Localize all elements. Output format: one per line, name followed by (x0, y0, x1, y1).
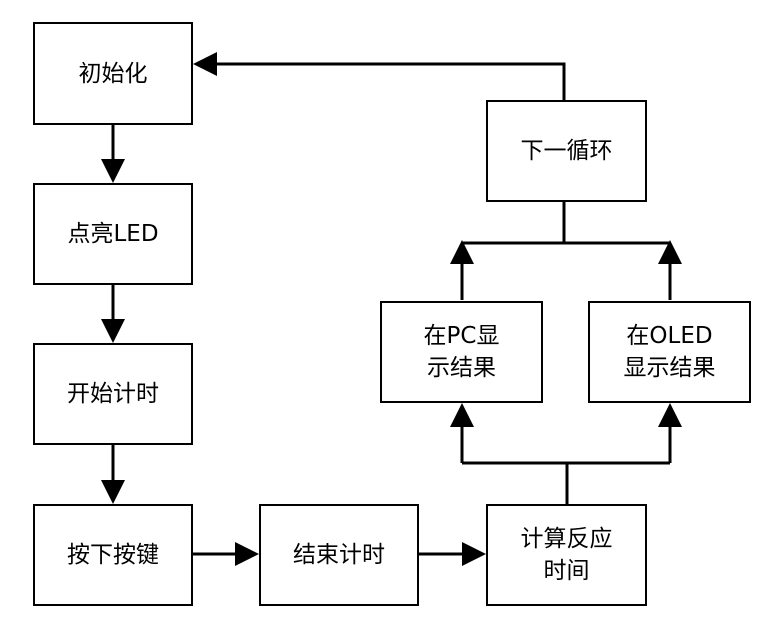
node-show-oled: 在OLED 显示结果 (588, 301, 751, 403)
node-init: 初始化 (33, 22, 193, 125)
node-init-label: 初始化 (78, 60, 148, 87)
node-show-oled-line-2: 显示结果 (623, 355, 716, 381)
edge-next-loop-to-init (193, 52, 566, 100)
node-calc-reaction-line-2: 时间 (543, 558, 590, 584)
node-led-on: 点亮LED (33, 183, 193, 285)
node-press-key-label: 按下按键 (67, 542, 159, 568)
node-show-pc: 在PC显 示结果 (380, 301, 543, 403)
node-next-loop: 下一循环 (486, 100, 647, 202)
node-led-on-label: 点亮LED (67, 221, 159, 247)
node-start-timer-label: 开始计时 (67, 381, 159, 407)
node-show-oled-line-1: 在OLED (626, 323, 713, 349)
node-start-timer: 开始计时 (33, 343, 193, 445)
node-show-pc-line-1: 在PC显 (423, 323, 500, 349)
node-stop-timer: 结束计时 (259, 504, 419, 606)
node-next-loop-label: 下一循环 (520, 138, 613, 164)
node-press-key: 按下按键 (33, 504, 193, 606)
node-stop-timer-label: 结束计时 (293, 542, 385, 568)
node-show-pc-line-2: 示结果 (427, 355, 496, 381)
node-calc-reaction-line-1: 计算反应 (520, 526, 613, 552)
node-calc-reaction: 计算反应 时间 (486, 504, 647, 606)
